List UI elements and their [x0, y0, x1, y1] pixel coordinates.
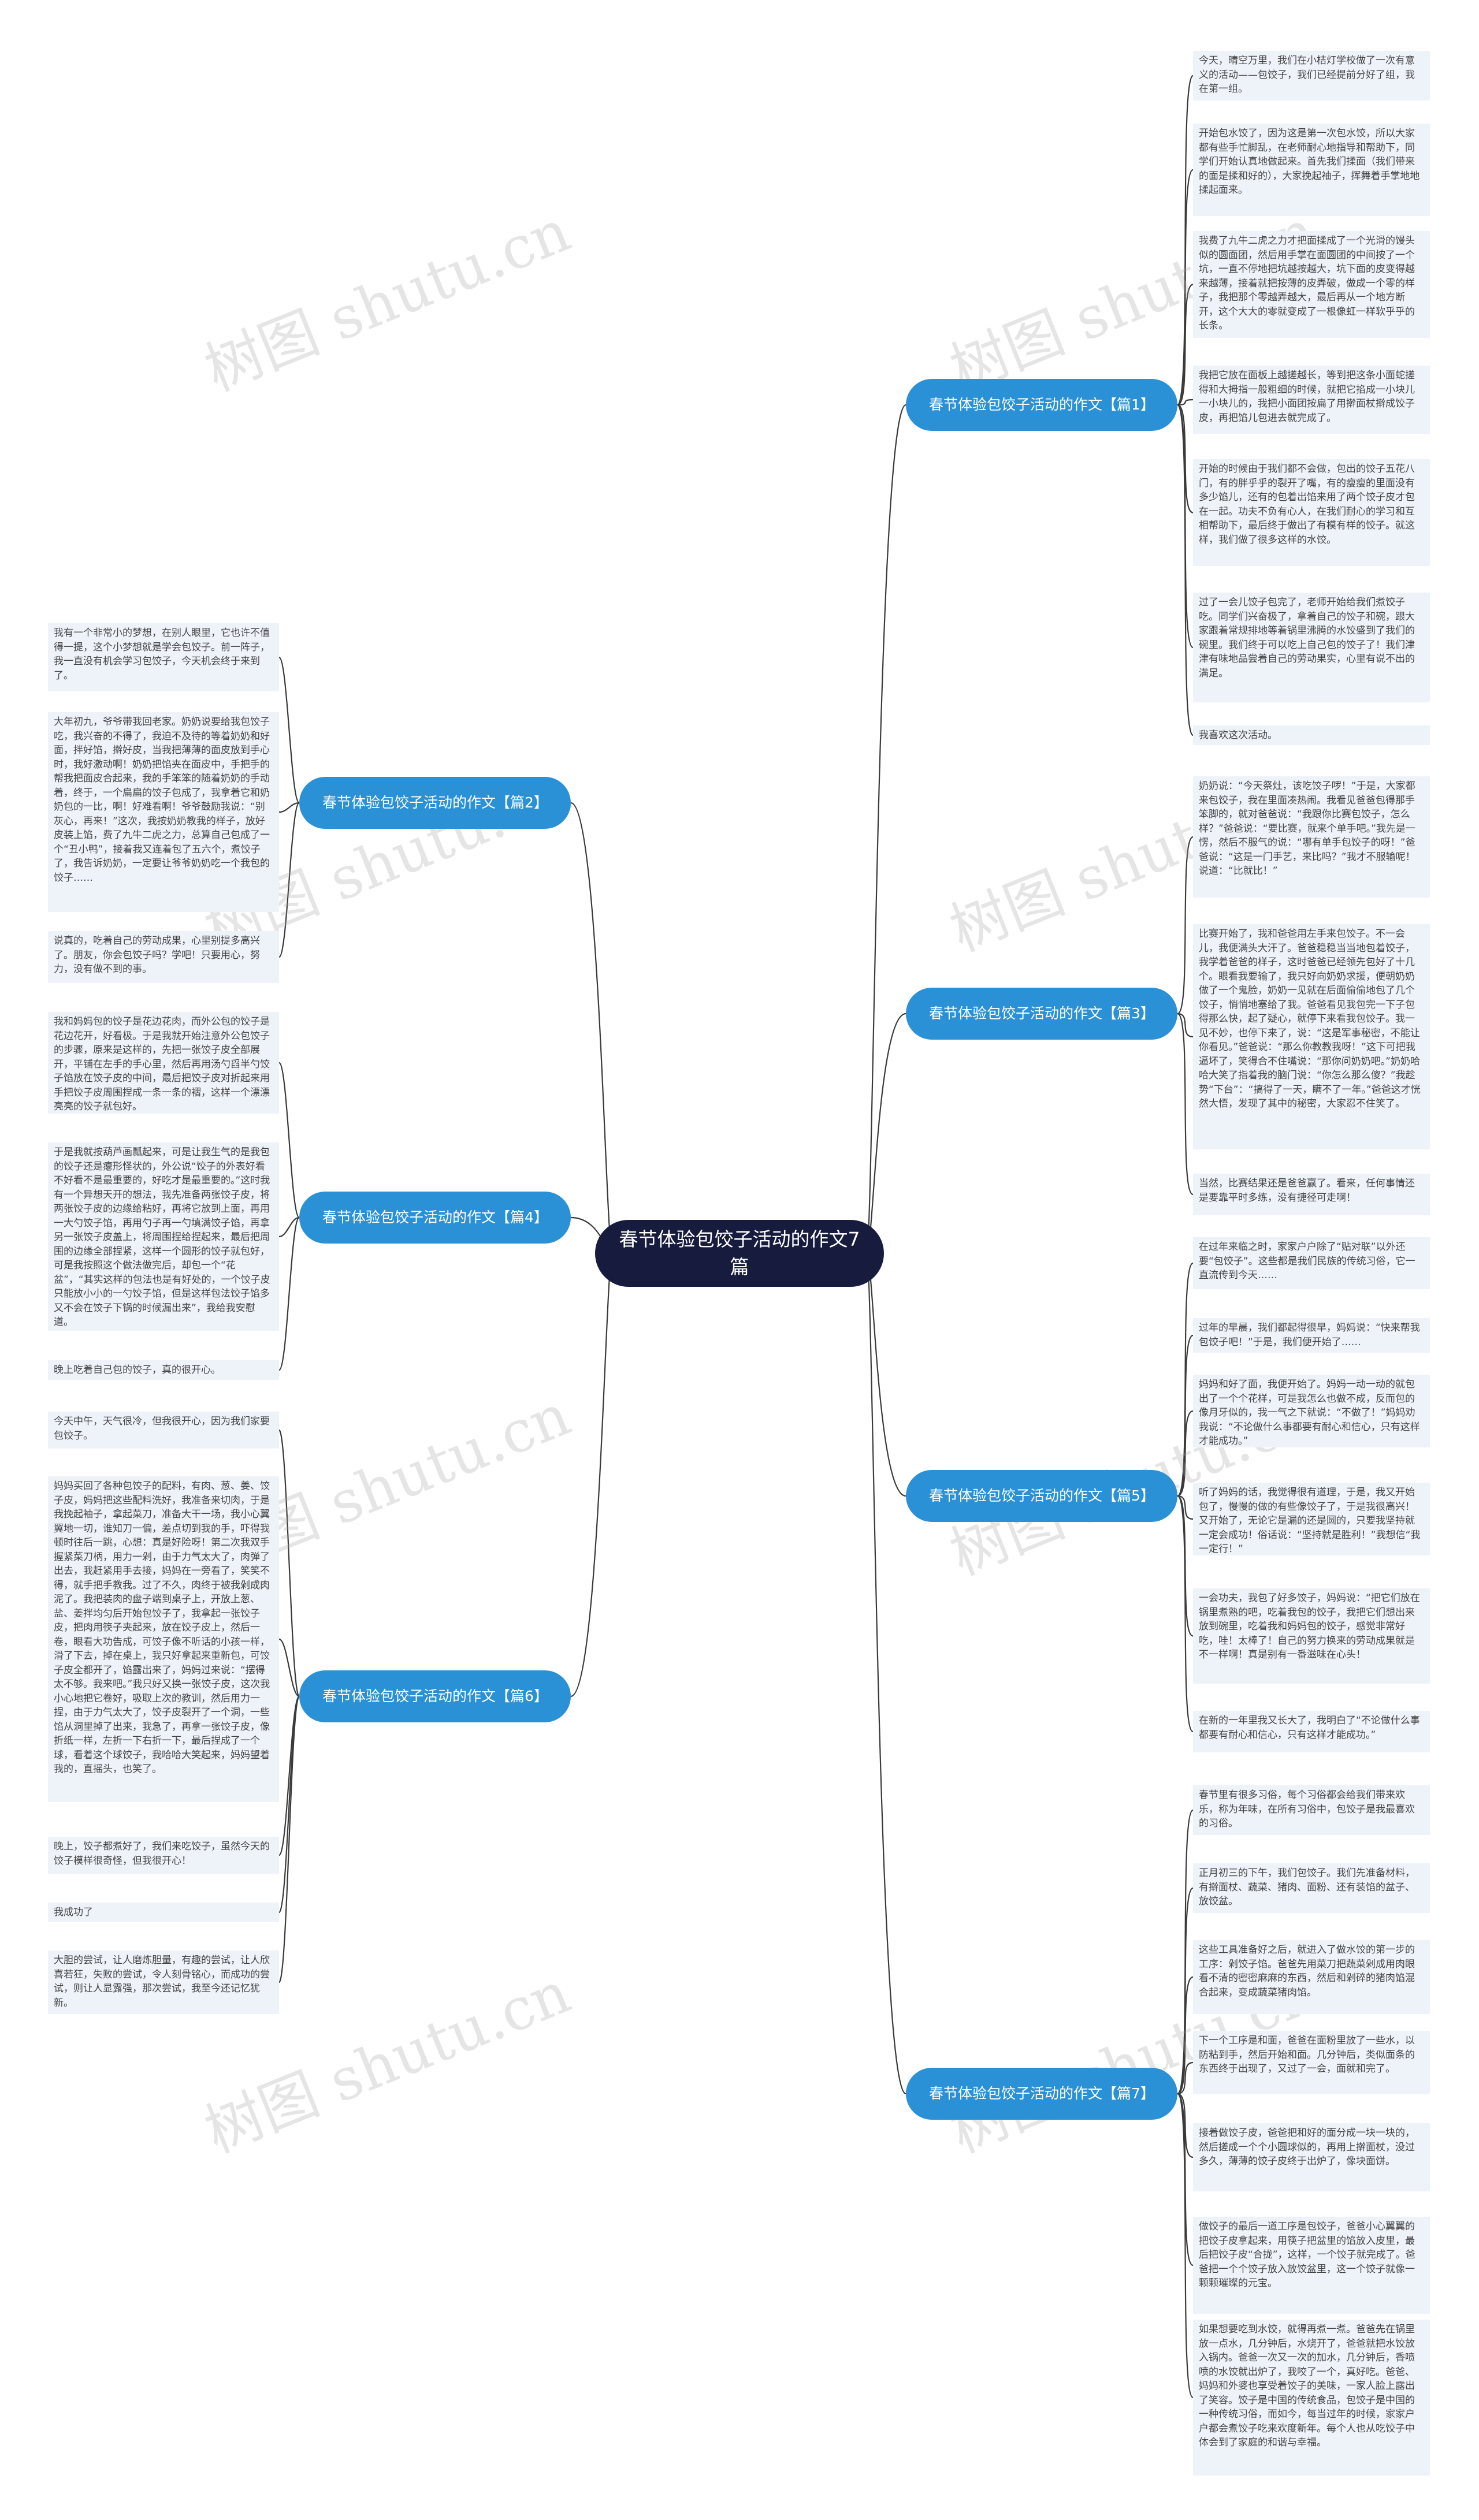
connector-line [278, 1695, 300, 1983]
leaf-text[interactable]: 我喜欢这次活动。 [1193, 725, 1430, 745]
connector-line [1177, 2061, 1194, 2095]
leaf-text[interactable]: 下一个工序是和面，爸爸在面粉里放了一些水，以防粘到手，然后开始和面。几分钟后，类… [1193, 2031, 1430, 2094]
connector-line [1177, 284, 1194, 406]
leaf-text[interactable]: 我成功了 [48, 1903, 279, 1922]
leaf-text[interactable]: 妈妈和好了面，我便开始了。妈妈一动一动的就包出了一个个花样，可是我怎么也做不成，… [1193, 1375, 1430, 1447]
connector-line [1177, 1013, 1194, 1196]
connector-line [1177, 1410, 1194, 1497]
branch-topic-2[interactable]: 春节体验包饺子活动的作文【篇2】 [299, 777, 571, 829]
connector-line [865, 1252, 906, 1497]
connector-line [1177, 1495, 1194, 1520]
leaf-text[interactable]: 做饺子的最后一道工序是包饺子，爸爸小心翼翼的把饺子皮拿起来，用筷子把盆里的馅放入… [1193, 2217, 1430, 2314]
leaf-text[interactable]: 听了妈妈的话，我觉得很有道理，于是，我又开始包了，慢慢的做的有些像饺子了，于是我… [1193, 1483, 1430, 1555]
connector-line [570, 1252, 614, 1698]
connector-line [278, 802, 300, 813]
leaf-text[interactable]: 一会功夫，我包了好多饺子，妈妈说：“把它们放在锅里煮熟的吧，吃着我包的饺子，我把… [1193, 1588, 1430, 1684]
connector-line [1177, 404, 1194, 513]
connector-line [278, 1216, 300, 1371]
connector-line [865, 404, 906, 1255]
leaf-text[interactable]: 正月初三的下午，我们包饺子。我们先准备材料，有擀面杖、蔬菜、猪肉、面粉、还有装馅… [1193, 1863, 1430, 1913]
connector-line [278, 1062, 300, 1219]
leaf-text[interactable]: 我费了九牛二虎之力才把面揉成了一个光滑的馒头似的圆面团，然后用手掌在面圆团的中间… [1193, 231, 1430, 338]
leaf-text[interactable]: 妈妈买回了各种包饺子的配料，有肉、葱、姜、饺子皮，妈妈把这些配料洗好，我准备来切… [48, 1476, 279, 1802]
leaf-text[interactable]: 过年的早晨，我们都起得很早，妈妈说：“快来帮我包饺子吧！”于是，我们便开始了…… [1193, 1318, 1430, 1353]
root-topic[interactable]: 春节体验包饺子活动的作文7篇 [595, 1220, 884, 1287]
leaf-text[interactable]: 大年初九，爷爷带我回老家。奶奶说要给我包饺子吃，我兴奋的不得了，我迫不及待的等着… [48, 712, 279, 912]
branch-topic-1[interactable]: 春节体验包饺子活动的作文【篇1】 [906, 379, 1177, 431]
connector-line [1177, 399, 1194, 406]
leaf-text[interactable]: 大胆的尝试，让人磨炼胆量，有趣的尝试，让人欣喜若狂，失败的尝试，令人刻骨铭心，而… [48, 1951, 279, 2014]
leaf-text[interactable]: 开始的时候由于我们都不会做，包出的饺子五花八门，有的胖乎乎的裂开了嘴，有的瘦瘦的… [1193, 459, 1430, 566]
connector-line [1177, 1887, 1194, 2095]
connector-line [1176, 404, 1194, 736]
leaf-text[interactable]: 如果想要吃到水饺，就得再煮一煮。爸爸先在锅里放一点水，几分钟后，水烧开了，爸爸就… [1193, 2320, 1430, 2476]
branch-topic-6[interactable]: 春节体验包饺子活动的作文【篇6】 [299, 1670, 571, 1722]
connector-line [278, 802, 300, 958]
branch-topic-4[interactable]: 春节体验包饺子活动的作文【篇4】 [299, 1192, 571, 1244]
branch-topic-3[interactable]: 春节体验包饺子活动的作文【篇3】 [906, 988, 1177, 1040]
leaf-text[interactable]: 晚上吃着自己包的饺子，真的很开心。 [48, 1360, 279, 1380]
leaf-text[interactable]: 比赛开始了，我和爸爸用左手来包饺子。不一会儿，我便满头大汗了。爸爸稳稳当当地包着… [1193, 924, 1430, 1149]
branch-topic-7[interactable]: 春节体验包饺子活动的作文【篇7】 [906, 2068, 1177, 2120]
leaf-text[interactable]: 我和妈妈包的饺子是花边花肉，而外公包的饺子是花边花开，好看极。于是我就开始注意外… [48, 1012, 279, 1114]
leaf-text[interactable]: 今天中午，天气很冷，但我很开心，因为我们家要包饺子。 [48, 1412, 279, 1449]
leaf-text[interactable]: 在过年来临之时，家家户户除了“贴对联”以外还要“包饺子”。这些都是我们民族的传统… [1193, 1237, 1430, 1289]
leaf-text[interactable]: 过了一会儿饺子包完了，老师开始给我们煮饺子吃。同学们兴奋极了，拿着自己的饺子和碗… [1193, 593, 1430, 702]
leaf-text[interactable]: 我有一个非常小的梦想，在别人眼里，它也许不值得一提，这个小梦想就是学会包饺子。前… [48, 623, 279, 691]
connector-line [1177, 1976, 1194, 2095]
leaf-text[interactable]: 我把它放在面板上越搓越长，等到把这条小面蛇搓得和大拇指一般粗细的时候，就把它掐成… [1193, 366, 1430, 434]
leaf-text[interactable]: 说真的，吃着自己的劳动成果，心里别提多高兴了。朋友，你会包饺子吗？学吧！只要用心… [48, 931, 279, 983]
connector-line [278, 1216, 300, 1238]
connector-line [278, 1638, 300, 1698]
leaf-text[interactable]: 开始包水饺了，因为这是第一次包水饺，所以大家都有些手忙脚乱，在老师耐心地指导和帮… [1193, 124, 1430, 216]
connector-line [1176, 2093, 1194, 2399]
connector-line [1177, 1334, 1194, 1497]
leaf-text[interactable]: 当然，比赛结果还是爸爸赢了。看来，任何事情还是要靠平时多练，没有捷径可走啊！ [1193, 1174, 1430, 1215]
leaf-text[interactable]: 在新的一年里我又长大了，我明白了“不论做什么事都要有耐心和信心，只有这样才能成功… [1193, 1711, 1430, 1752]
connector-line [1177, 836, 1194, 1015]
leaf-text[interactable]: 奶奶说：“今天祭灶，该吃饺子啰！”于是，大家都来包饺子，我在里面凑热闹。我看见爸… [1193, 776, 1430, 898]
connector-line [1177, 2093, 1194, 2158]
connector-line [1176, 169, 1194, 406]
connector-line [278, 1429, 300, 1698]
connector-line [1176, 1495, 1194, 1733]
connector-line [570, 802, 614, 1255]
leaf-text[interactable]: 春节里有很多习俗，每个习俗都会给我们带来欢乐，称为年味，在所有习俗中，包饺子是我… [1193, 1785, 1430, 1835]
connector-line [278, 1695, 300, 1914]
branch-topic-5[interactable]: 春节体验包饺子活动的作文【篇5】 [906, 1470, 1177, 1522]
leaf-text[interactable]: 今天，晴空万里，我们在小桔灯学校做了一次有意义的活动——包饺子，我们已经提前分好… [1193, 51, 1430, 100]
leaf-text[interactable]: 这些工具准备好之后，就进入了做水饺的第一步的工序：剁饺子馅。爸爸先用菜刀把蔬菜剁… [1193, 1940, 1430, 2014]
leaf-text[interactable]: 接着做饺子皮，爸爸把和好的面分成一块一块的，然后搓成一个个小圆球似的，再用上擀面… [1193, 2123, 1430, 2191]
leaf-text[interactable]: 晚上，饺子都煮好了，我们来吃饺子，虽然今天的饺子模样很奇怪，但我很开心！ [48, 1837, 279, 1874]
connector-line [1177, 1013, 1194, 1038]
connector-line [865, 1252, 906, 2095]
leaf-text[interactable]: 于是我就按葫芦画瓢起来，可是让我生气的是我包的饺子还是瘪形怪状的，外公说“饺子的… [48, 1142, 279, 1331]
connector-line [278, 656, 300, 804]
